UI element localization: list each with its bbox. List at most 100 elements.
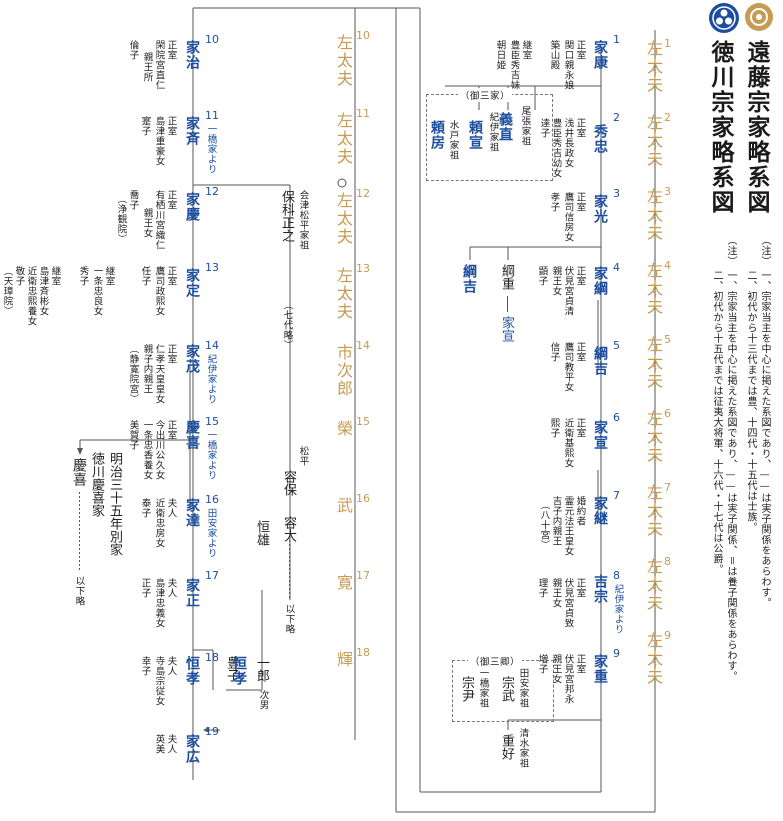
endo-note-label: （注） bbox=[759, 235, 770, 267]
shogun-14-spouse-2: 親子内親王 bbox=[141, 344, 153, 394]
endo-title: 遠藤宗家略系図 bbox=[743, 40, 770, 215]
shogun-2-spouse-3: 達子 bbox=[538, 118, 550, 138]
endo-gen-15: 榮 bbox=[334, 420, 353, 438]
shogun-12-spouse-3: 喬子 bbox=[127, 190, 139, 210]
shogun-14-spouse-3: （静寛院宮） bbox=[127, 344, 139, 404]
shogun-1-extra-2: 朝日姫 bbox=[494, 40, 506, 70]
katamori-note: 松平 bbox=[297, 446, 309, 466]
shogun-17-spouse-0: 夫人 bbox=[165, 578, 177, 598]
shogun-no-19: 19 bbox=[205, 725, 219, 738]
tsuneo: 恒雄 bbox=[254, 520, 269, 546]
shogun-18-spouse-2: 幸子 bbox=[139, 656, 151, 676]
shogun-13-extra-0: 継室 bbox=[103, 266, 115, 286]
shogun-no-15: 15 bbox=[205, 415, 219, 428]
shogun-no-3: 3 bbox=[613, 187, 620, 200]
shogun-18-name-branch: 恒孝 bbox=[231, 656, 247, 686]
gosankyo-munetake-note: 田安家祖 bbox=[517, 668, 529, 708]
shogun-7-spouse-3: （八十宮） bbox=[538, 500, 550, 550]
keiki-branch: 慶喜 bbox=[71, 458, 87, 486]
gosanke-label: （御三家） bbox=[458, 88, 513, 102]
shogun-14-spouse-0: 正室 bbox=[165, 344, 177, 364]
keiki-ikaryaku: 以下略 bbox=[73, 576, 85, 606]
ichiro: 一郎 bbox=[254, 656, 269, 682]
shogun-6-spouse-2: 熙子 bbox=[548, 418, 560, 438]
shogun-2-spouse-0: 正室 bbox=[574, 118, 586, 138]
shogun-17-spouse-2: 正子 bbox=[139, 578, 151, 598]
endo-gen-no-15: 15 bbox=[356, 415, 370, 428]
shogun-16-spouse-0: 夫人 bbox=[165, 498, 177, 518]
shogun-no-12: 12 bbox=[205, 185, 219, 198]
shogun-10-spouse-0: 正室 bbox=[165, 40, 177, 60]
gosankyo-munetada-note: 一橋家祖 bbox=[477, 668, 489, 708]
shogun-18-spouse-1: 寺島宗従女 bbox=[153, 656, 165, 706]
endo-gen-18: 輝 bbox=[334, 651, 353, 669]
gosanke-yorifusa-note: 水戸家祖 bbox=[447, 120, 459, 160]
gosanke-yoshinao: 義直 bbox=[497, 112, 513, 142]
endo-gen-no-1: 1 bbox=[664, 37, 671, 50]
endo-gen-17: 寛 bbox=[334, 574, 353, 592]
shogun-8-spouse-2: 親王女 bbox=[550, 578, 562, 608]
shogun-12-spouse-2: 親王女 bbox=[141, 208, 153, 238]
shogun-no-10: 10 bbox=[205, 33, 219, 46]
shogun-9-spouse-0: 正室 bbox=[574, 654, 586, 674]
tokugawa-title: 徳川宗家略系図 bbox=[707, 40, 734, 215]
shogun-4-spouse-1: 伏見宮貞清 bbox=[562, 266, 574, 316]
shogun-1-extra-0: 継室 bbox=[520, 40, 532, 60]
shogun-14-note: 紀伊家より bbox=[205, 354, 217, 404]
shogun-7-spouse-0: 婚約者 bbox=[574, 496, 586, 526]
endo-gen-11: 左太夫 bbox=[334, 112, 353, 166]
gosankyo-shigeyoshi-note: 清水家祖 bbox=[517, 728, 529, 768]
shogun-5-spouse-2: 信子 bbox=[548, 342, 560, 362]
tokugawa-note-label: （注） bbox=[725, 235, 736, 267]
shogun-8-note: 紀伊家より bbox=[612, 584, 624, 634]
shogun-7-spouse-1: 霊元法王皇女 bbox=[562, 496, 574, 556]
shogun-9-spouse-2: 親王女 bbox=[550, 654, 562, 684]
endo-gen-no-5: 5 bbox=[664, 333, 671, 346]
shogun-14-name: 家茂 bbox=[184, 344, 200, 374]
endo-gen-no-13: 13 bbox=[356, 262, 370, 275]
shogun-16-name: 家達 bbox=[184, 498, 200, 528]
shogun-8-spouse-3: 理子 bbox=[536, 578, 548, 598]
shogun-11-spouse-0: 正室 bbox=[165, 116, 177, 136]
shogun-6-spouse-1: 近衛基熙女 bbox=[562, 418, 574, 468]
yoshihiro-ikaryaku: 以下略 bbox=[283, 604, 295, 634]
hoshina-note: 会津松平家祖 bbox=[297, 190, 309, 250]
shogun-15-spouse-0: 正室 bbox=[165, 420, 177, 440]
shogun-no-1: 1 bbox=[613, 33, 620, 46]
shogun-13-extra-2: 秀子 bbox=[77, 266, 89, 286]
shogun-no-4: 4 bbox=[613, 261, 620, 274]
tokugawa-hollyhock-crest-icon bbox=[709, 3, 739, 33]
gosanke-yoshinao-note: 尾張家祖 bbox=[519, 106, 531, 146]
endo-gen-no-6: 6 bbox=[664, 407, 671, 420]
tokugawa-note-2: 二、初代から十五代までは征夷大将軍、十六代・十七代は公爵。 bbox=[711, 270, 722, 575]
endo-gen-no-17: 17 bbox=[356, 569, 370, 582]
endo-gen-10: 左太夫 bbox=[334, 34, 353, 88]
shogun-9-name: 家重 bbox=[592, 654, 608, 684]
keiki-text-1: 明治三十五年別家 bbox=[107, 452, 122, 556]
shogun-2-spouse-2: 豊臣秀吉幼女 bbox=[550, 118, 562, 178]
shogun-10-spouse-1: 閑院宮直仁 bbox=[153, 40, 165, 90]
tsunashige: 綱重 bbox=[499, 264, 514, 290]
shogun-5-spouse-0: 正室 bbox=[574, 342, 586, 362]
shogun-3-spouse-0: 正室 bbox=[574, 192, 586, 212]
endo-gen-3: 左太夫 bbox=[644, 188, 663, 242]
shogun-no-18: 18 bbox=[205, 651, 219, 664]
shogun-no-9: 9 bbox=[613, 647, 620, 660]
endo-note-2: 二、初代から十三代までは豊、十四代・十五代は士族。 bbox=[745, 270, 756, 533]
endo-gen-16: 武 bbox=[334, 497, 353, 515]
shogun-5-spouse-1: 鷹司教平女 bbox=[562, 342, 574, 392]
shogun-12-spouse-0: 正室 bbox=[165, 190, 177, 210]
shogun-16-spouse-2: 泰子 bbox=[139, 498, 151, 518]
shogun-8-spouse-1: 伏見宮貞致 bbox=[562, 578, 574, 628]
shogun-19-spouse-0: 夫人 bbox=[165, 734, 177, 754]
shogun-4-spouse-0: 正室 bbox=[574, 266, 586, 286]
shogun-10-name: 家治 bbox=[184, 40, 200, 70]
shogun-3-spouse-2: 孝子 bbox=[548, 192, 560, 212]
gosankyo-label: （御三卿） bbox=[468, 654, 523, 668]
shogun-15-spouse-2: 一条忠香養女 bbox=[141, 420, 153, 480]
shogun-no-2: 2 bbox=[613, 111, 620, 124]
shogun-11-spouse-1: 島津重豪女 bbox=[153, 116, 165, 166]
shogun-4-spouse-2: 親王女 bbox=[550, 266, 562, 296]
